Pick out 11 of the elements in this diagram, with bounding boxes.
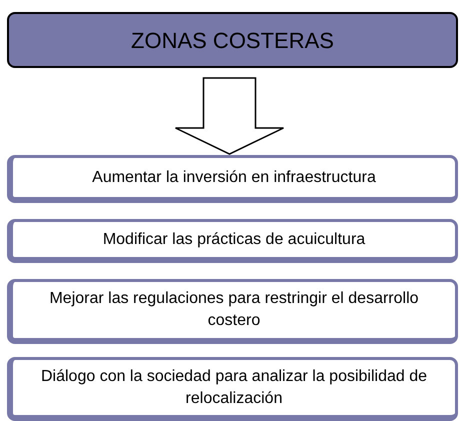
action-text: Aumentar la inversión en infraestructura bbox=[92, 168, 376, 188]
title-box bbox=[7, 12, 458, 68]
action-text: Modificar las prácticas de acuicultura bbox=[102, 230, 366, 250]
action-box bbox=[7, 219, 458, 263]
title-text: ZONAS COSTERAS bbox=[131, 26, 334, 54]
action-box bbox=[7, 155, 458, 203]
action-box bbox=[7, 357, 458, 421]
block-arrow bbox=[174, 77, 284, 155]
action-text: Diálogo con la sociedad para analizar la posibilidad de relocalización bbox=[40, 366, 428, 408]
action-text: Mejorar las regulaciones para restringir el desarrollo costero bbox=[48, 289, 420, 331]
action-box bbox=[7, 279, 458, 344]
